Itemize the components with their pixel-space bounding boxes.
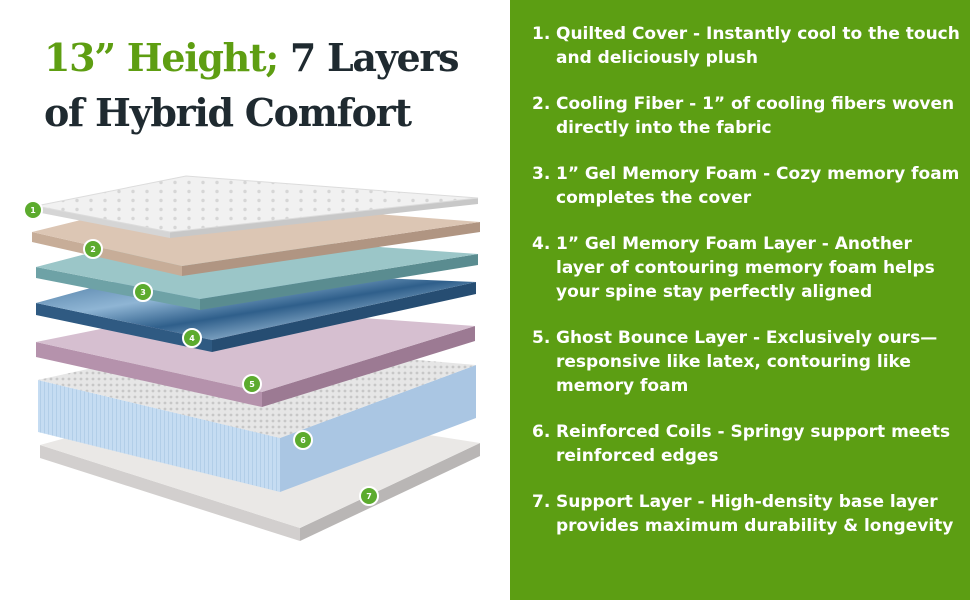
feature-number: 1. bbox=[532, 24, 551, 44]
svg-text:3: 3 bbox=[140, 288, 146, 297]
badge-2: 2 bbox=[83, 239, 103, 259]
feature-item-4: 4.1” Gel Memory Foam Layer - Another lay… bbox=[532, 234, 935, 302]
svg-text:4: 4 bbox=[189, 334, 195, 343]
svg-text:5: 5 bbox=[249, 380, 255, 389]
svg-text:2: 2 bbox=[90, 245, 96, 254]
svg-text:1: 1 bbox=[30, 206, 36, 215]
feature-item-1: 1.Quilted Cover - Instantly cool to the … bbox=[532, 24, 960, 68]
layer-1-quilted-cover bbox=[35, 175, 479, 238]
features-panel: 1.Quilted Cover - Instantly cool to the … bbox=[510, 0, 970, 600]
left-panel: 13” Height; 7 Layers of Hybrid Comfort bbox=[23, 30, 504, 541]
title-accent: 13” Height; bbox=[44, 35, 279, 80]
feature-number: 6. bbox=[532, 422, 551, 442]
svg-text:7: 7 bbox=[366, 492, 372, 501]
feature-number: 3. bbox=[532, 164, 551, 184]
feature-number: 7. bbox=[532, 492, 551, 512]
badge-7: 7 bbox=[359, 486, 379, 506]
badge-6: 6 bbox=[293, 430, 313, 450]
mattress-layers-illustration: 1 2 3 4 5 6 7 bbox=[23, 175, 480, 541]
feature-number: 4. bbox=[532, 234, 551, 254]
badge-3: 3 bbox=[133, 282, 153, 302]
badge-5: 5 bbox=[242, 374, 262, 394]
title-rest: 7 Layers of Hybrid Comfort bbox=[44, 35, 459, 135]
page-title: 13” Height; 7 Layers of Hybrid Comfort bbox=[44, 30, 504, 140]
feature-item-3: 3.1” Gel Memory Foam - Cozy memory foam … bbox=[532, 164, 960, 208]
feature-item-7: 7.Support Layer - High-density base laye… bbox=[532, 492, 954, 536]
badge-4: 4 bbox=[182, 328, 202, 348]
feature-number: 2. bbox=[532, 94, 551, 114]
feature-item-2: 2.Cooling Fiber - 1” of cooling fibers w… bbox=[532, 94, 955, 138]
feature-item-5: 5.Ghost Bounce Layer - Exclusively ours—… bbox=[532, 328, 938, 396]
feature-item-6: 6.Reinforced Coils - Springy support mee… bbox=[532, 422, 951, 466]
layer-feature-list: 1.Quilted Cover - Instantly cool to the … bbox=[532, 22, 962, 560]
svg-text:6: 6 bbox=[300, 436, 306, 445]
feature-number: 5. bbox=[532, 328, 551, 348]
badge-1: 1 bbox=[23, 200, 43, 220]
